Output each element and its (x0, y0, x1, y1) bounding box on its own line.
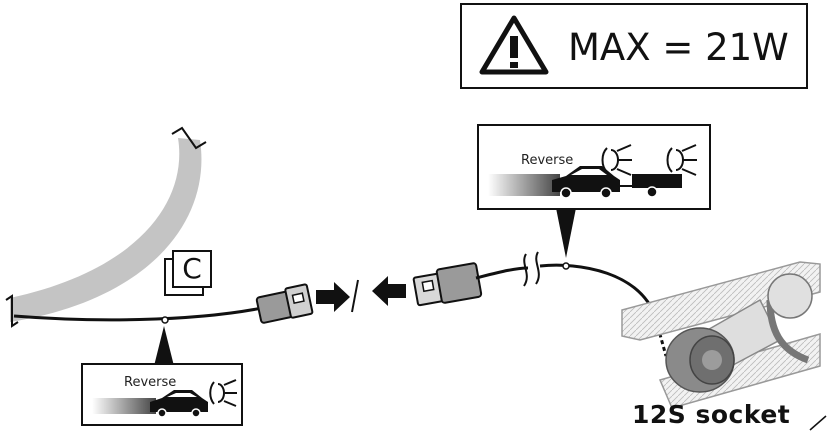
connection-bar (351, 279, 359, 313)
towbar-frame (621, 261, 821, 409)
tap-point (161, 316, 169, 324)
vehicle-body-panel (5, 126, 207, 328)
marker-c-label: C (172, 250, 212, 288)
arrow-right-icon (316, 282, 350, 312)
socket-12s-icon (665, 327, 735, 393)
kit-wire-dashed (654, 319, 668, 357)
arrow-left-icon (372, 276, 406, 306)
vehicle-harness-wire (13, 306, 263, 322)
max-wattage-text: MAX = 21W (568, 26, 789, 69)
trailer-icon (620, 174, 682, 198)
male-plug-icon (255, 283, 314, 324)
lamp-icon (209, 379, 237, 407)
female-plug-icon (412, 262, 483, 307)
warning-triangle-icon (479, 15, 549, 75)
callout-top: Reverse (477, 124, 711, 258)
callout-bottom-label: Reverse (124, 375, 176, 390)
tap-point (562, 262, 570, 270)
tow-ball (767, 273, 813, 319)
callout-bottom: Reverse (81, 326, 243, 426)
car-icon (552, 166, 620, 199)
wire-break-icon (523, 251, 540, 287)
callout-top-label: Reverse (521, 153, 573, 168)
socket-label-leader (809, 415, 827, 431)
warning-box: MAX = 21W (460, 3, 808, 89)
socket-label: 12S socket (632, 400, 791, 429)
lamp-icon (666, 144, 697, 176)
car-icon (150, 390, 208, 418)
